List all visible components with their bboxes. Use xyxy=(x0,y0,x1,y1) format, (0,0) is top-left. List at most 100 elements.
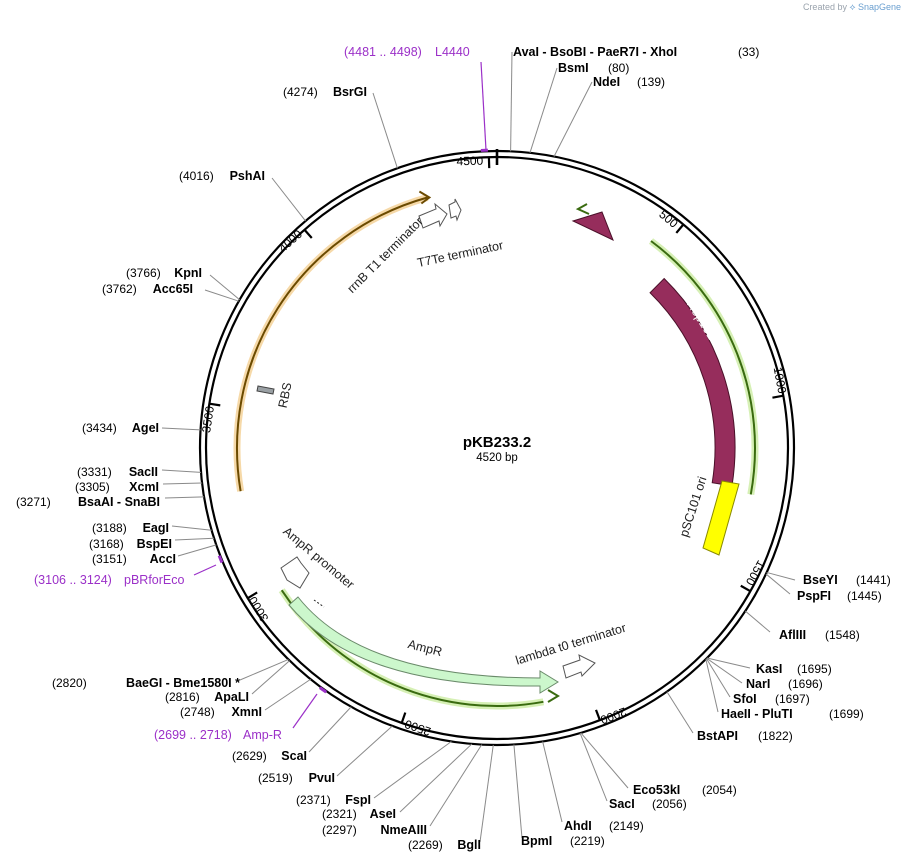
credit-brand: SnapGene xyxy=(857,2,901,12)
site-leader-bsrgi xyxy=(372,92,398,169)
site-pos-nari: (1696) xyxy=(788,677,823,691)
site-pos-kasi: (1695) xyxy=(797,662,832,676)
site-pos-bseyi: (1441) xyxy=(856,573,891,587)
site-name-avai[interactable]: AvaI - BsoBI - PaeR7I - XhoI xyxy=(513,45,677,59)
snapgene-credit: Created by ⟡ SnapGene xyxy=(803,2,901,13)
site-pos-xmni: (2748) xyxy=(180,705,215,719)
site-leader-acc65i xyxy=(204,289,239,302)
tick-label-1500: 1500 xyxy=(743,558,768,588)
site-name-aflii[interactable]: AflIII xyxy=(779,628,806,642)
site-pos-baegi: (2820) xyxy=(52,676,87,690)
site-name-ndei[interactable]: NdeI xyxy=(593,75,620,89)
site-leader-agei xyxy=(161,427,201,431)
tick-mark-1000 xyxy=(772,394,784,399)
site-pos-haeii: (1699) xyxy=(829,707,864,721)
site-leader-kasi xyxy=(706,657,751,669)
site-name-xmni[interactable]: XmnI xyxy=(231,705,262,719)
primer-name-l4440[interactable]: L4440 xyxy=(435,45,470,59)
site-pos-fspi: (2371) xyxy=(296,793,331,807)
site-name-acc65i[interactable]: Acc65I xyxy=(153,282,193,296)
site-name-pspfi[interactable]: PspFI xyxy=(797,589,831,603)
site-name-eco53ki[interactable]: Eco53kI xyxy=(633,783,680,797)
site-pos-bspei: (3168) xyxy=(89,537,124,551)
site-name-kasi[interactable]: KasI xyxy=(756,662,782,676)
site-leader-bseyi xyxy=(766,571,796,581)
ampr-label: AmpR xyxy=(406,637,443,659)
site-name-fspi[interactable]: FspI xyxy=(345,793,371,807)
psc101-ori-block xyxy=(702,480,740,556)
site-pos-bstapi: (1822) xyxy=(758,729,793,743)
orf-arrow-left xyxy=(236,196,428,492)
site-name-kpni[interactable]: KpnI xyxy=(174,266,202,280)
primer-range-l4440: (4481 .. 4498) xyxy=(344,45,422,59)
tick-mark-2500 xyxy=(400,712,407,724)
site-name-bsmi[interactable]: BsmI xyxy=(558,61,589,75)
tick-label-1000: 1000 xyxy=(771,366,790,395)
tick-label-2000: 2000 xyxy=(598,704,628,727)
site-name-ahdi[interactable]: AhdI xyxy=(564,819,592,833)
primer-sites: (4481 .. 4498) L4440 (3106 .. 3124) pBRforE… xyxy=(34,45,488,742)
site-name-bspei[interactable]: BspEI xyxy=(137,537,172,551)
site-pos-acc65i: (3762) xyxy=(102,282,137,296)
orf-arrowhead-right xyxy=(575,203,590,215)
site-name-eagi[interactable]: EagI xyxy=(143,521,169,535)
site-leader-ndei xyxy=(553,81,593,157)
site-pos-pspfi: (1445) xyxy=(847,589,882,603)
tick-mark-1500 xyxy=(740,584,751,593)
site-leader-nmeaiii xyxy=(429,744,483,827)
primer-name-pbrforeco[interactable]: pBRforEco xyxy=(124,573,184,587)
site-name-acci[interactable]: AccI xyxy=(150,552,176,566)
site-name-pvui[interactable]: PvuI xyxy=(309,771,335,785)
site-leader-pshai xyxy=(271,177,306,222)
site-name-bpmi[interactable]: BpmI xyxy=(521,834,552,848)
site-pos-bsmi: (80) xyxy=(608,61,629,75)
orf-arrow-right xyxy=(650,240,756,495)
site-pos-scai: (2629) xyxy=(232,749,267,763)
site-name-baegi[interactable]: BaeGI - Bme1580I * xyxy=(126,676,240,690)
site-name-asei[interactable]: AseI xyxy=(370,807,396,821)
site-name-apali[interactable]: ApaLI xyxy=(214,690,249,704)
site-leader-pvui xyxy=(336,725,393,777)
site-name-saci[interactable]: SacI xyxy=(609,797,635,811)
site-name-agei[interactable]: AgeI xyxy=(132,421,159,435)
site-pos-aflii: (1548) xyxy=(825,628,860,642)
site-pos-ahdi: (2149) xyxy=(609,819,644,833)
primer-mark-amp-r xyxy=(318,686,328,694)
site-name-sfoi[interactable]: SfoI xyxy=(733,692,757,706)
site-name-bseyi[interactable]: BseYI xyxy=(803,573,838,587)
site-name-bstapi[interactable]: BstAPI xyxy=(697,729,738,743)
site-leader-bsmi xyxy=(529,67,558,153)
site-pos-apali: (2816) xyxy=(165,690,200,704)
tick-mark-4000 xyxy=(303,229,313,239)
primer-name-amp-r[interactable]: Amp-R xyxy=(243,728,282,742)
site-leader-xmni xyxy=(264,678,311,711)
lambda-t0-arrow xyxy=(562,654,596,679)
site-name-scai[interactable]: ScaI xyxy=(281,749,307,763)
site-name-nmeaiii[interactable]: NmeAIII xyxy=(380,823,427,837)
site-pos-bgli: (2269) xyxy=(408,838,443,852)
tick-label-4000: 4000 xyxy=(276,227,306,255)
site-pos-sfoi: (1697) xyxy=(775,692,810,706)
rep101-arrowhead xyxy=(571,211,614,241)
site-leader-pspfi xyxy=(765,573,791,595)
primer-range-pbrforeco: (3106 .. 3124) xyxy=(34,573,112,587)
site-pos-bsaai: (3271) xyxy=(16,495,51,509)
site-name-pshai[interactable]: PshAI xyxy=(230,169,265,183)
site-leader-eco53ki xyxy=(580,732,629,789)
site-name-bsaai[interactable]: BsaAI - SnaBI xyxy=(78,495,160,509)
site-pos-eco53ki: (2054) xyxy=(702,783,737,797)
site-leader-scai xyxy=(308,706,352,753)
site-name-haeii[interactable]: HaeII - PluTI xyxy=(721,707,793,721)
site-name-bgli[interactable]: BglI xyxy=(457,838,481,852)
site-pos-kpni: (3766) xyxy=(126,266,161,280)
site-name-sacii[interactable]: SacII xyxy=(129,465,158,479)
site-leader-bsaai xyxy=(164,496,205,499)
site-pos-asei: (2321) xyxy=(322,807,357,821)
tick-mark-3500 xyxy=(209,402,221,407)
site-name-xcmi[interactable]: XcmI xyxy=(129,480,159,494)
ampr-dotted-mark xyxy=(313,599,325,608)
tick-mark-500 xyxy=(675,223,685,234)
site-name-nari[interactable]: NarI xyxy=(746,677,770,691)
site-name-bsrgi[interactable]: BsrGI xyxy=(333,85,367,99)
